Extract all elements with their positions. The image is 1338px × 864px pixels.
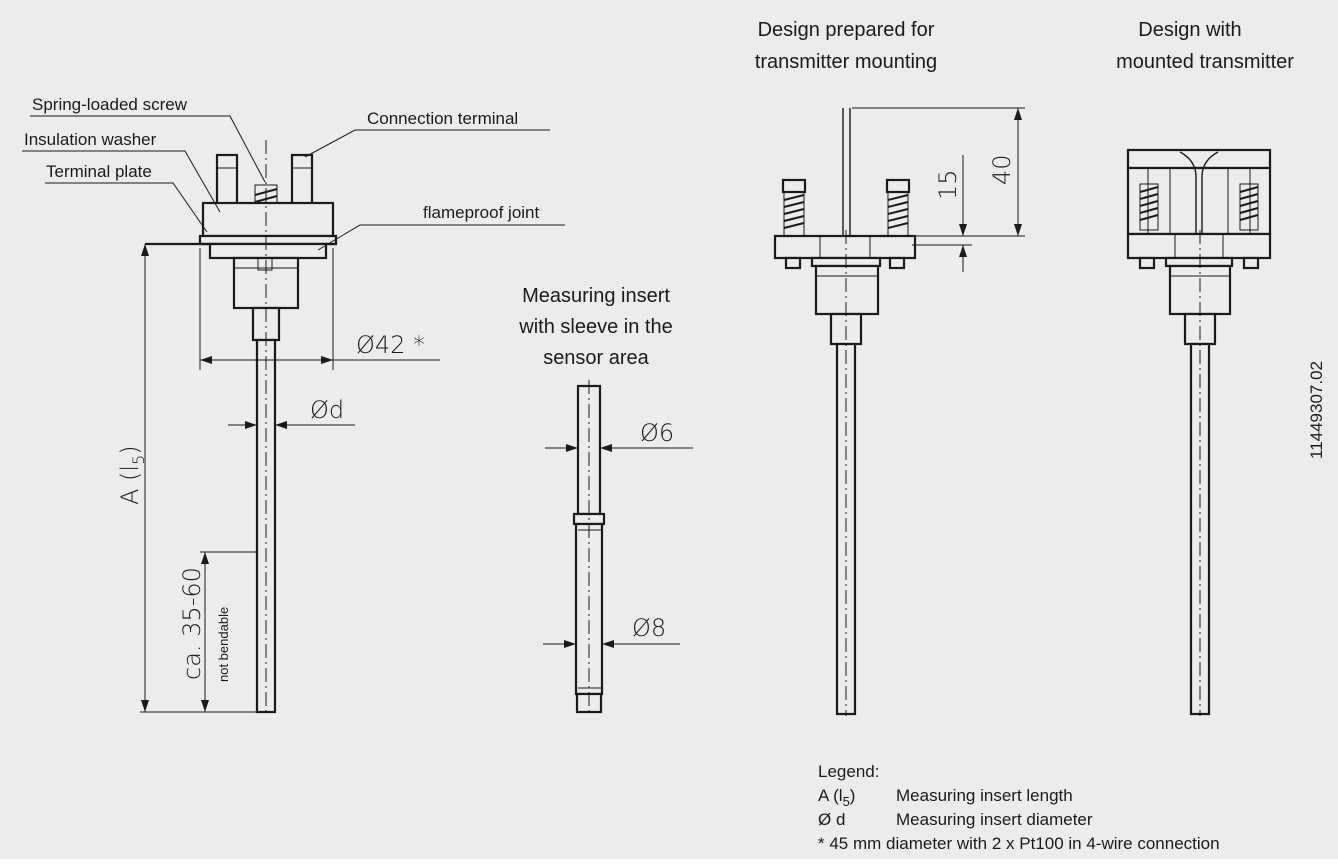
main-insert-view — [22, 115, 565, 715]
label-not-bendable: not bendable — [216, 607, 231, 682]
mounted-title-line2: mounted transmitter — [1116, 51, 1294, 73]
prepared-view — [773, 107, 1025, 716]
mounted-view — [1126, 148, 1272, 716]
insert-title-line1: Measuring insert — [522, 285, 670, 307]
terminal-left — [215, 153, 239, 207]
legend-key-0-suffix: ) — [850, 786, 856, 805]
label-connection-terminal: Connection terminal — [367, 109, 518, 128]
legend-key-0-prefix: A (l — [818, 786, 843, 805]
flange-shape — [198, 234, 338, 246]
legend-desc-1: Measuring insert diameter — [896, 810, 1093, 829]
legend-key-0: A (l5) — [818, 786, 855, 809]
legend-title: Legend: — [818, 762, 879, 781]
label-flameproof-joint: flameproof joint — [423, 203, 540, 222]
label-terminal-plate: Terminal plate — [46, 162, 152, 181]
legend: Legend: A (l5) Measuring insert length Ø… — [818, 762, 1220, 853]
legend-key-1: Ø d — [818, 810, 845, 829]
dim-a-l5-prefix: A (l — [116, 465, 144, 505]
dim-phi8: Ø8 — [632, 614, 666, 642]
prepared-title-line1: Design prepared for — [758, 19, 935, 41]
dim-15: 15 — [934, 169, 962, 200]
dim-phi42: Ø42 * — [356, 331, 425, 359]
dim-a-l5: A (l5) — [116, 445, 148, 505]
terminal-plate-shape — [201, 201, 335, 238]
dim-a-l5-sub: 5 — [129, 455, 148, 465]
legend-key-0-sub: 5 — [843, 794, 850, 809]
dim-a-l5-suffix: ) — [116, 445, 144, 454]
terminal-right — [290, 153, 314, 207]
insert-title-line2: with sleeve in the — [518, 316, 672, 338]
label-insulation-washer: Insulation washer — [24, 130, 157, 149]
dim-phi6: Ø6 — [640, 419, 674, 447]
dim-40: 40 — [988, 154, 1016, 185]
mounted-title-line1: Design with — [1138, 19, 1241, 41]
dim-ca-35-60: ca. 35-60 — [178, 567, 206, 680]
legend-note: * 45 mm diameter with 2 x Pt100 in 4-wir… — [818, 834, 1220, 853]
label-spring-loaded-screw: Spring-loaded screw — [32, 95, 188, 114]
dim-phid: Ød — [310, 396, 344, 424]
legend-desc-0: Measuring insert length — [896, 786, 1073, 805]
prepared-title-line2: transmitter mounting — [755, 51, 937, 73]
svg-text:A (l5): A (l5) — [116, 445, 148, 505]
sleeve-insert-view — [543, 380, 693, 716]
drawing-id: 11449307.02 — [1307, 361, 1326, 459]
insert-title-line3: sensor area — [543, 347, 649, 369]
